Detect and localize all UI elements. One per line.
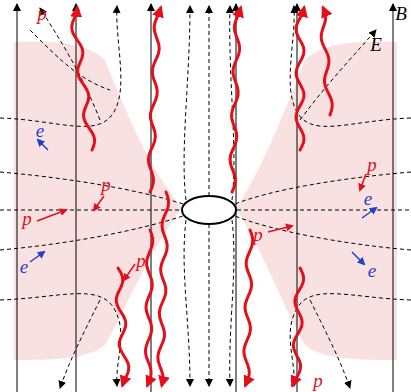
magnetic-field-lines	[17, 4, 393, 392]
electron-label: e	[36, 121, 44, 140]
proton-trajectories	[72, 8, 332, 385]
electron-label: e	[20, 257, 28, 276]
proton-trajectory	[321, 8, 332, 115]
electric-field-lines	[0, 6, 411, 388]
proton-label: p	[136, 251, 146, 270]
proton-trajectory	[148, 8, 160, 192]
proton-label: p	[37, 4, 47, 23]
field-label: B	[395, 4, 407, 23]
electron-label: e	[368, 261, 376, 280]
proton-label: p	[22, 209, 32, 228]
proton-label: p	[101, 175, 111, 194]
proton-label: p	[253, 225, 263, 244]
central-star	[182, 196, 236, 224]
proton-trajectory	[72, 8, 95, 150]
proton-trajectory	[116, 268, 129, 385]
proton-trajectory	[293, 268, 304, 385]
proton-trajectory	[296, 8, 304, 150]
electron-label: e	[364, 189, 372, 208]
field-label: E	[370, 35, 382, 54]
proton-arrows	[37, 174, 366, 280]
proton-trajectory	[146, 230, 153, 385]
proton-trajectory	[230, 8, 241, 192]
proton-trajectory	[244, 230, 253, 385]
proton-trajectory	[158, 192, 169, 385]
proton-label: p	[313, 371, 323, 390]
right-cone	[236, 42, 397, 360]
proton-label: p	[367, 155, 377, 174]
electron-arrows	[30, 140, 376, 264]
